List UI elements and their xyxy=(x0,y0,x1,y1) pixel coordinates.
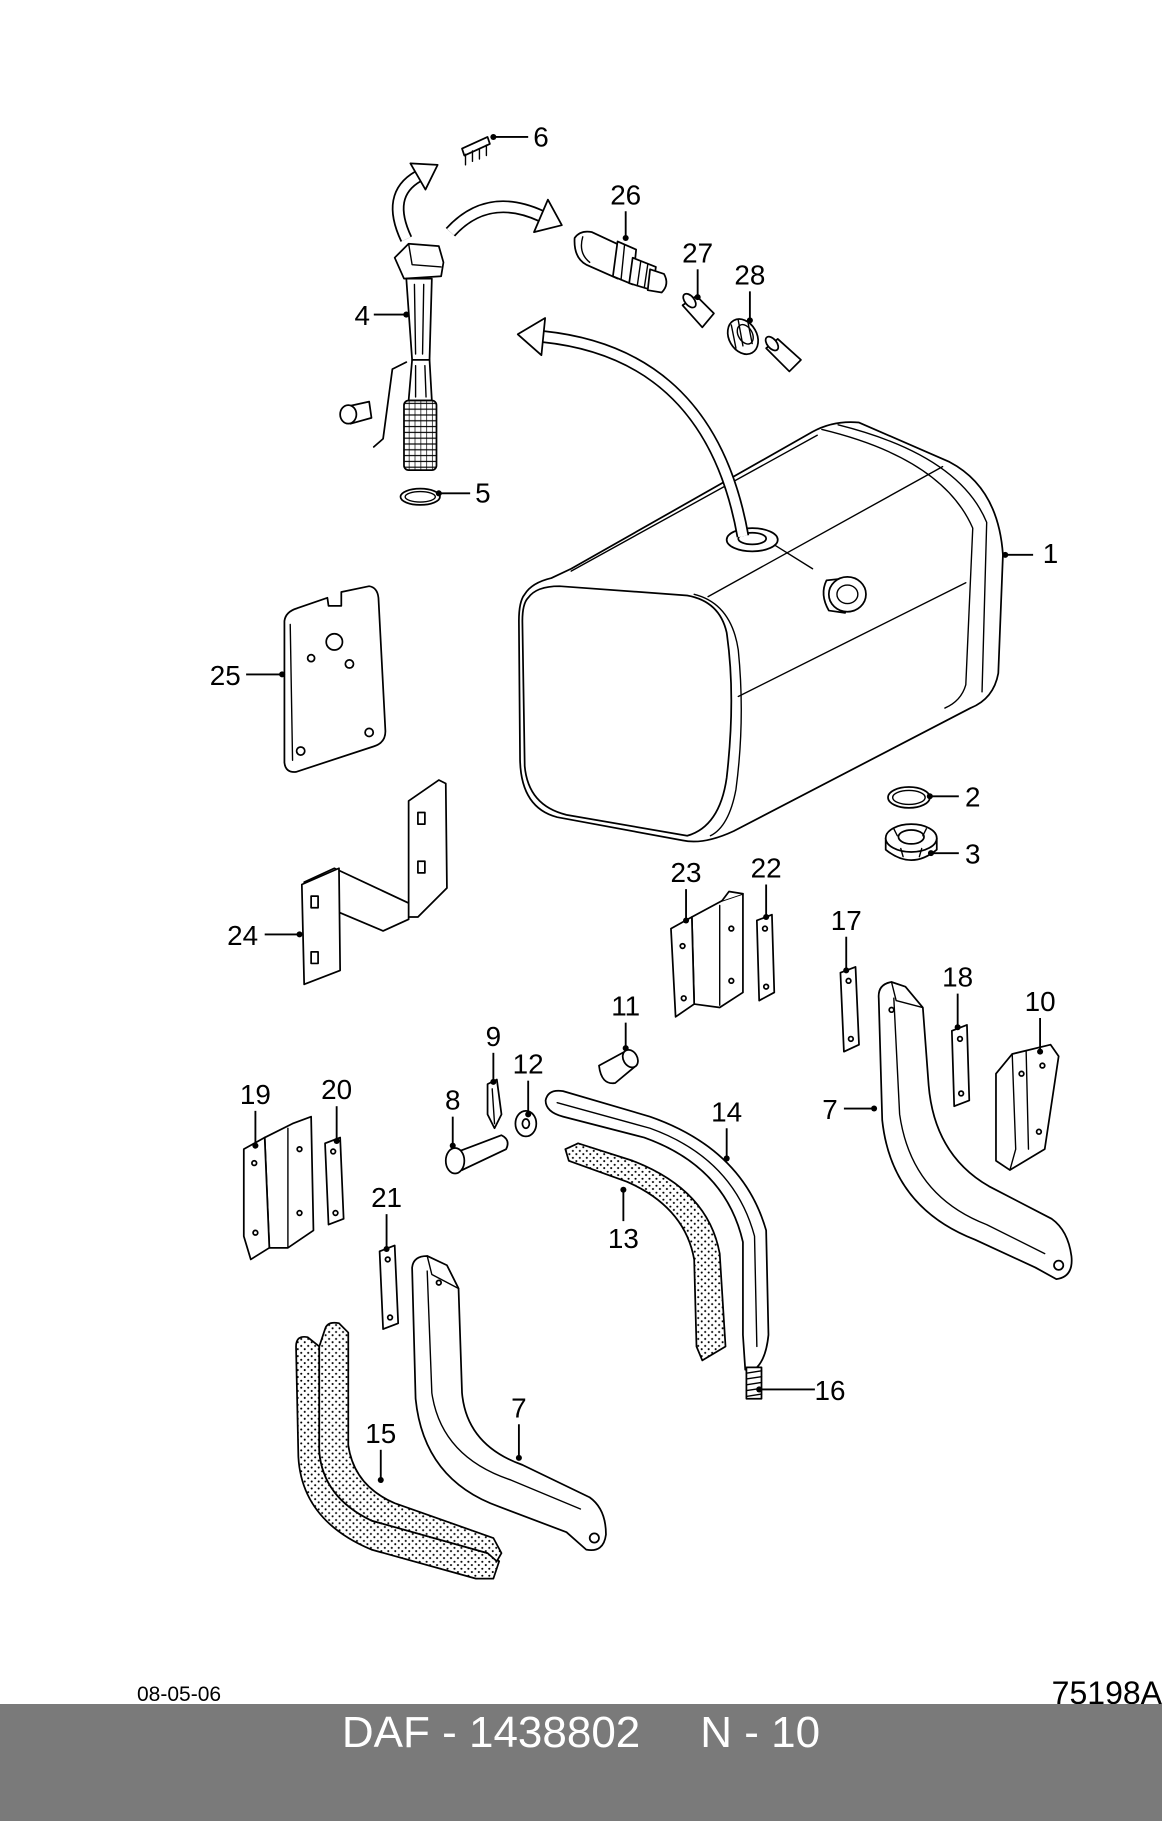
rubber-strip xyxy=(564,1142,727,1362)
callout-6: 6 xyxy=(490,121,549,152)
exploded-parts-diagram: 6 26 27 28 4 5 1 xyxy=(210,121,1073,1580)
spacer-strip xyxy=(755,913,776,1002)
callout-11: 11 xyxy=(611,991,640,1052)
callout-26: 26 xyxy=(610,179,641,241)
callout-number: 25 xyxy=(210,660,241,691)
bracket xyxy=(670,890,744,1018)
direction-arrow xyxy=(391,162,439,242)
direction-arrow xyxy=(445,198,563,237)
callout-4: 4 xyxy=(354,300,410,331)
callout-number: 17 xyxy=(831,905,862,936)
callout-number: 8 xyxy=(445,1085,460,1116)
callout-number: 16 xyxy=(814,1375,845,1406)
callout-number: 26 xyxy=(610,179,641,210)
footer-page-ref: N - 10 xyxy=(700,1708,821,1757)
connector-clip xyxy=(461,136,491,166)
callout-number: 3 xyxy=(965,839,980,870)
callout-number: 12 xyxy=(513,1049,544,1080)
callout-24: 24 xyxy=(227,920,303,951)
split-pin xyxy=(486,1078,503,1130)
callout-number: 11 xyxy=(611,991,640,1022)
callout-19: 19 xyxy=(240,1079,271,1149)
callout-12: 12 xyxy=(513,1049,544,1118)
fuel-tank xyxy=(518,421,1004,843)
callout-25: 25 xyxy=(210,660,286,691)
nut xyxy=(726,318,760,356)
drawing-date: 08-05-06 xyxy=(137,1683,222,1706)
callout-number: 7 xyxy=(822,1094,838,1125)
callout-16: 16 xyxy=(756,1375,845,1406)
fuel-level-sender xyxy=(339,242,445,471)
tank-support-bracket xyxy=(411,1255,607,1552)
bushing xyxy=(884,823,938,861)
callout-7: 7 xyxy=(822,1094,878,1125)
bracket xyxy=(242,1115,315,1261)
bolt xyxy=(444,1134,509,1175)
callout-number: 27 xyxy=(682,237,713,268)
tank-strap xyxy=(544,1089,770,1371)
callout-number: 22 xyxy=(751,853,782,884)
spacer-strip xyxy=(839,966,860,1053)
callout-number: 24 xyxy=(227,920,258,951)
callout-22: 22 xyxy=(751,853,782,921)
direction-arrow xyxy=(516,317,750,538)
callout-number: 14 xyxy=(711,1096,742,1127)
callout-1: 1 xyxy=(1002,538,1058,569)
callout-number: 4 xyxy=(354,300,370,331)
callout-number: 18 xyxy=(942,962,973,993)
bracket xyxy=(300,779,448,986)
callout-number: 21 xyxy=(371,1182,402,1213)
o-ring xyxy=(887,786,931,809)
callout-15: 15 xyxy=(365,1418,396,1483)
sender-o-ring xyxy=(399,487,441,506)
callout-13: 13 xyxy=(608,1186,639,1254)
callout-21: 21 xyxy=(371,1182,402,1252)
callout-5: 5 xyxy=(435,478,491,509)
footer-part-number: DAF - 1438802 xyxy=(341,1708,641,1757)
washer xyxy=(514,1109,538,1138)
callout-number: 5 xyxy=(475,478,491,509)
callout-number: 7 xyxy=(511,1392,527,1423)
callout-number: 20 xyxy=(321,1074,352,1105)
spacer-strip xyxy=(378,1244,400,1330)
footer-bar: DAF - 1438802 N - 10 xyxy=(0,1704,1162,1821)
callout-number: 1 xyxy=(1043,538,1059,569)
callout-28: 28 xyxy=(734,259,765,324)
callout-number: 23 xyxy=(671,857,702,888)
callout-number: 13 xyxy=(608,1223,639,1254)
callout-number: 9 xyxy=(486,1021,502,1052)
bracket xyxy=(995,1043,1060,1171)
callout-number: 19 xyxy=(240,1079,271,1110)
callout-3: 3 xyxy=(927,839,981,870)
callout-27: 27 xyxy=(682,237,713,301)
drawing-code: 75198A xyxy=(1051,1675,1162,1711)
threaded-stud xyxy=(745,1366,763,1400)
callout-number: 28 xyxy=(734,259,765,290)
callout-23: 23 xyxy=(671,857,702,924)
callout-10: 10 xyxy=(1025,986,1056,1055)
callout-number: 6 xyxy=(533,121,549,152)
bushing xyxy=(598,1048,639,1085)
callout-20: 20 xyxy=(321,1074,352,1145)
callout-number: 2 xyxy=(965,782,980,813)
mounting-plate xyxy=(283,585,387,773)
sleeve xyxy=(764,335,802,373)
callout-7: 7 xyxy=(511,1392,527,1461)
callout-18: 18 xyxy=(942,962,973,1031)
sleeve xyxy=(681,292,715,329)
callout-8: 8 xyxy=(445,1085,460,1149)
tank-support-bracket xyxy=(877,981,1073,1281)
union-fitting xyxy=(573,230,668,294)
callout-17: 17 xyxy=(831,905,862,974)
callout-2: 2 xyxy=(926,782,981,813)
callout-9: 9 xyxy=(486,1021,502,1085)
spacer-strip xyxy=(324,1136,345,1226)
rubber-strip xyxy=(295,1321,503,1580)
callout-number: 15 xyxy=(365,1418,396,1449)
spacer-strip xyxy=(950,1024,971,1108)
callout-number: 10 xyxy=(1025,986,1056,1017)
callout-14: 14 xyxy=(711,1096,742,1162)
